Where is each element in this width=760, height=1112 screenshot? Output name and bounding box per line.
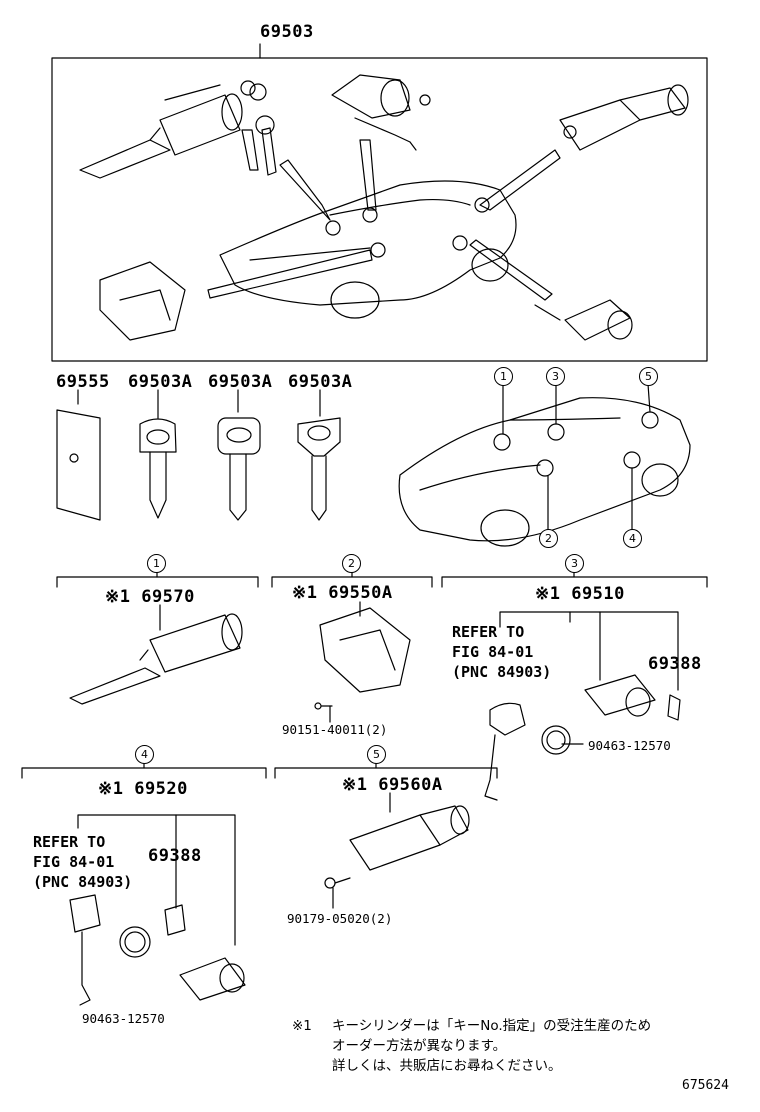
section-2-marker: 2: [342, 554, 361, 573]
car-marker-2: 2: [539, 529, 558, 548]
section-5-bolt: 90179-05020(2): [287, 911, 393, 926]
section-4-reference: REFER TO FIG 84-01 (PNC 84903): [33, 833, 133, 891]
section-5-lock-drawing: [324, 792, 470, 909]
section-1-cylinder-drawing: [69, 604, 243, 705]
section-2-latch-drawing: [314, 601, 411, 723]
section-4-sub-part: 69388: [148, 846, 202, 866]
note-mark: ※1: [292, 1018, 312, 1034]
key-1-drawing: [139, 418, 177, 519]
section-1-bracket: [56, 576, 259, 588]
note-line-2: オーダー方法が異なります。: [332, 1038, 507, 1054]
section-3-reference: REFER TO FIG 84-01 (PNC 84903): [452, 623, 552, 681]
card-key-drawing: [56, 409, 101, 521]
note-line-3: 詳しくは、共販店にお尋ねください。: [332, 1058, 562, 1074]
section-2-bolt: 90151-40011(2): [282, 722, 388, 737]
figure-id: 675624: [682, 1078, 729, 1093]
section-3-sub-part: 69388: [648, 654, 702, 674]
section-3-lock-drawing: [484, 611, 681, 801]
key-2-part-number: 69503A: [208, 372, 273, 392]
assembly-frame: [51, 57, 708, 362]
section-4-lock-drawing: [69, 814, 246, 1006]
section-3-marker: 3: [565, 554, 584, 573]
section-1-marker: 1: [147, 554, 166, 573]
key-3-drawing: [297, 417, 341, 521]
section-4-part-number: ※1 69520: [98, 779, 188, 799]
section-4-marker: 4: [135, 745, 154, 764]
section-5-marker: 5: [367, 745, 386, 764]
car-marker-4: 4: [623, 529, 642, 548]
card-key-part-number: 69555: [56, 372, 110, 392]
trunk-lock-drawing: [559, 84, 689, 151]
section-2-part-number: ※1 69550A: [292, 583, 393, 603]
car-marker-5: 5: [639, 367, 658, 386]
car-marker-3: 3: [546, 367, 565, 386]
key-1-part-number: 69503A: [128, 372, 193, 392]
assembly-latch-drawing: [99, 261, 186, 341]
key-3-part-number: 69503A: [288, 372, 353, 392]
note-line-1: キーシリンダーは「キーNo.指定」の受注生産のため: [332, 1018, 652, 1034]
car-outline-top: [219, 180, 517, 319]
section-3-part-number: ※1 69510: [535, 584, 625, 604]
section-5-part-number: ※1 69560A: [342, 775, 443, 795]
car-outline-right: [398, 397, 691, 547]
section-4-bracket: [21, 767, 267, 779]
assembly-door-lock-drawing: [534, 299, 633, 341]
assembly-part-number: 69503: [260, 22, 314, 42]
ignition-cylinder-drawing: [79, 80, 277, 179]
car-marker-1: 1: [494, 367, 513, 386]
section-3-clip: 90463-12570: [588, 738, 671, 753]
door-lock-drawing: [331, 74, 431, 151]
section-4-clip: 90463-12570: [82, 1011, 165, 1026]
section-1-part-number: ※1 69570: [105, 587, 195, 607]
section-5-bracket: [274, 767, 498, 779]
key-2-drawing: [217, 417, 261, 521]
